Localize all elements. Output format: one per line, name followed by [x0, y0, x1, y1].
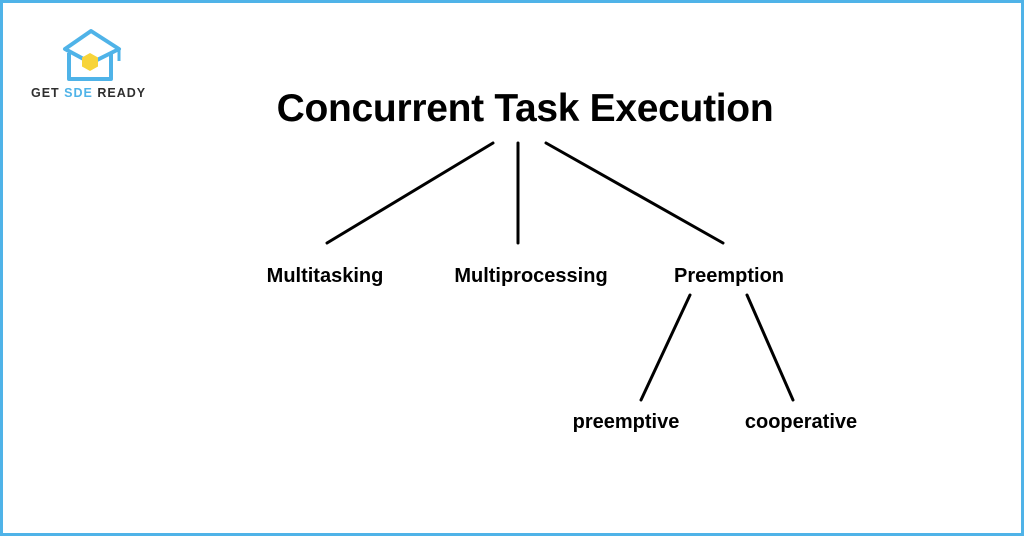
brand-name-suffix: READY: [92, 86, 147, 100]
brand-name: GET SDE READY: [31, 86, 161, 100]
connector-preemption-preemptive: [639, 293, 692, 402]
graduation-cap-house-icon: [63, 29, 121, 81]
tree-connectors: [325, 141, 795, 402]
node-cooperative: cooperative: [744, 411, 858, 433]
node-preemption: Preemption: [673, 265, 785, 287]
diagram-root-title: Concurrent Task Execution: [276, 87, 774, 130]
connector-root-multitasking: [325, 141, 495, 245]
node-preemptive: preemptive: [572, 411, 680, 433]
connector-preemption-cooperative: [745, 293, 795, 402]
node-multiprocessing: Multiprocessing: [454, 265, 608, 287]
connector-root-preemption: [544, 141, 725, 245]
brand-name-accent: SDE: [64, 86, 93, 100]
brand-name-prefix: GET: [31, 86, 65, 100]
node-multitasking: Multitasking: [266, 265, 384, 287]
brand-logo[interactable]: GET SDE READY: [31, 27, 161, 103]
